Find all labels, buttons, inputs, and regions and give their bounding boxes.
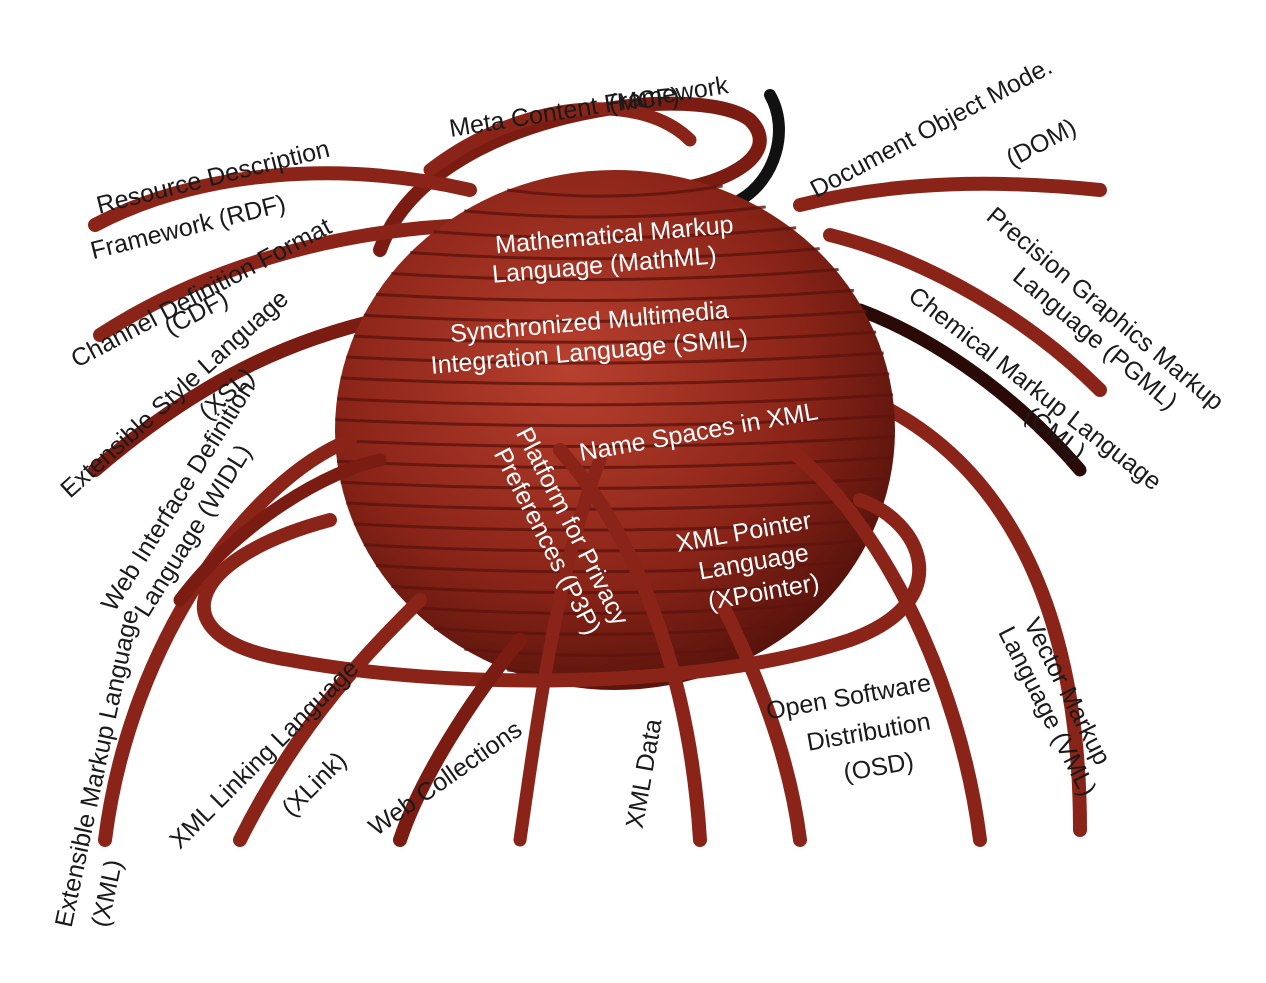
label-dom-line2: (DOM) — [1002, 113, 1081, 173]
label-osd-line3: (OSD) — [841, 747, 916, 787]
label-xmldata: XML Data — [621, 717, 668, 831]
label-xml-line2: (XML) — [86, 857, 128, 929]
label-mcf-line2: (MCF) — [607, 82, 680, 117]
